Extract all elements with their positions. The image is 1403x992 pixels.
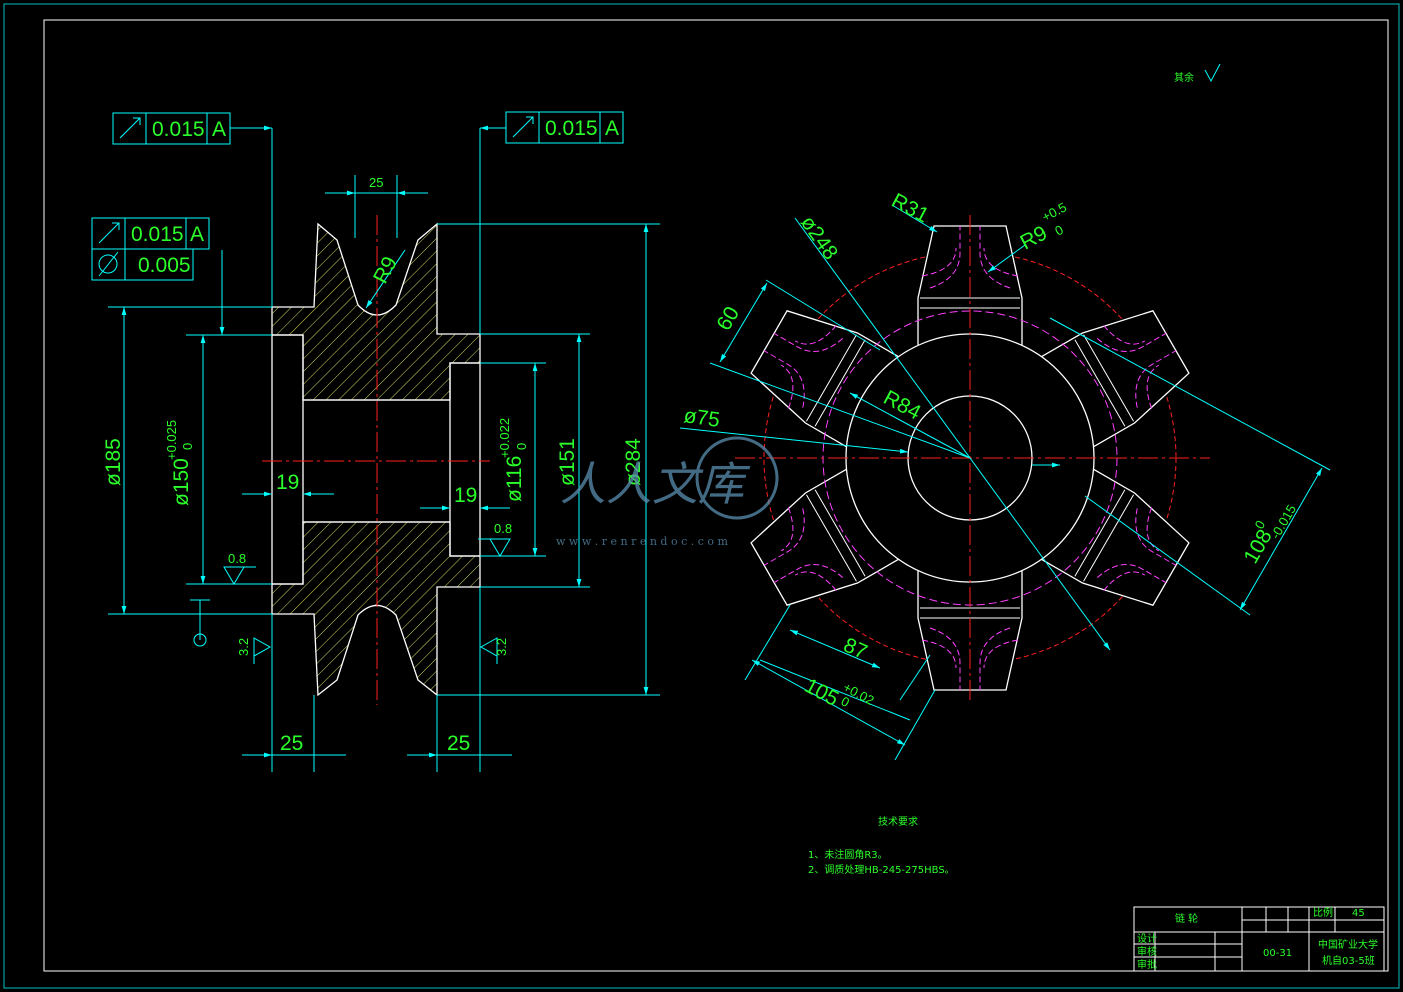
gdt-top-left-value: 0.015 (152, 118, 205, 141)
r9-tol-upper: +0.5 (1039, 199, 1069, 224)
gdt-left-datum: A (190, 223, 204, 246)
gdt-left-runout-value: 0.015 (131, 223, 184, 246)
depth-left-label: 19 (276, 471, 299, 494)
roughness-symbol-left-bore (223, 566, 256, 585)
title-checker-label: 审核 (1137, 945, 1157, 958)
dia-75-label: ø75 (682, 404, 721, 432)
roughness-symbol-left-face (253, 637, 272, 664)
roughness-note-symbol (1204, 63, 1221, 83)
tech-req-item-1: 1、未注圆角R3。 (808, 848, 888, 861)
dim-105-label: 105 (801, 674, 843, 711)
watermark: 人人文库 w w w . r e n r e n d o c . c o m (556, 436, 779, 548)
inner-frame (43, 19, 1389, 972)
dia-150-tol-lower: 0 (180, 443, 195, 450)
title-part-name: 链 轮 (1175, 912, 1198, 925)
gdt-left-cylindricity-value: 0.005 (138, 254, 191, 277)
dia-185-label: ø185 (102, 438, 125, 486)
title-scale-label: 比例 (1313, 906, 1333, 919)
gdt-top-right-datum: A (605, 117, 619, 140)
watermark-text: 人人文库 (560, 457, 751, 511)
dia-116-label: ø116 (503, 456, 526, 502)
outer-frame (3, 3, 1400, 989)
left-bore (271, 334, 304, 585)
r9-tol-lower: 0 (1052, 222, 1065, 239)
groove-width-label: 25 (369, 175, 383, 190)
section-view: 0.015 A 0.015 A 0.015 A 0.005 25 R9 ø1 (91, 111, 660, 772)
bottom-right-width-label: 25 (447, 732, 470, 755)
gdt-frame-top-right (505, 111, 624, 144)
watermark-url: w w w . r e n r e n d o c . c o m (556, 535, 728, 548)
tech-req-title: 技术要求 (878, 815, 918, 828)
title-school: 中国矿业大学 (1318, 938, 1378, 951)
tech-req-item-2: 2、调质处理HB-245-275HBS。 (808, 864, 955, 876)
gdt-top-left-datum: A (212, 118, 226, 141)
dim-108-tol-lower: -0.015 (1268, 502, 1299, 541)
roughness-left-face-value: 3.2 (236, 638, 251, 656)
title-class: 机自03-5班 (1322, 954, 1375, 967)
dim-87-label: 87 (840, 634, 871, 665)
groove-radius-label: R9 (369, 253, 402, 288)
roughness-right-face-value: 3.2 (494, 638, 509, 656)
dia-151-label: ø151 (556, 438, 579, 486)
dim-105-tol-lower: 0 (839, 693, 852, 710)
dia-116-tol-lower: 0 (514, 443, 529, 450)
title-block (1133, 906, 1385, 972)
gdt-frame-left-stack (91, 217, 210, 281)
right-bore (449, 362, 481, 557)
title-drawing-no: 00-31 (1263, 948, 1292, 959)
title-designer-label: 设计 (1137, 932, 1157, 945)
dia-284-label: ø284 (622, 438, 645, 486)
roughness-right-value: 0.8 (494, 521, 512, 536)
dia-150-label: ø150 (170, 458, 193, 506)
title-approver-label: 审批 (1137, 958, 1157, 971)
title-material: 45 (1352, 908, 1365, 919)
bottom-left-width-label: 25 (280, 732, 303, 755)
dia-248-label: ø248 (796, 212, 842, 264)
dia-150-tol-upper: +0.025 (164, 420, 179, 460)
gdt-top-right-value: 0.015 (545, 117, 598, 140)
gdt-frame-top-left (112, 112, 231, 145)
dia-116-tol-upper: +0.022 (497, 418, 512, 458)
r9-label: R9 (1017, 221, 1052, 254)
roughness-left-value: 0.8 (228, 551, 246, 566)
roughness-symbol-right-bore (478, 538, 511, 557)
roughness-note: 其余 (1174, 71, 1194, 84)
depth-right-label: 19 (454, 484, 477, 507)
roughness-symbol-right-face (479, 637, 498, 664)
r31-label: R31 (888, 189, 933, 227)
front-view: R31 R9 +0.5 0 ø248 60 R84 ø75 108 0 -0.0… (679, 189, 1331, 761)
